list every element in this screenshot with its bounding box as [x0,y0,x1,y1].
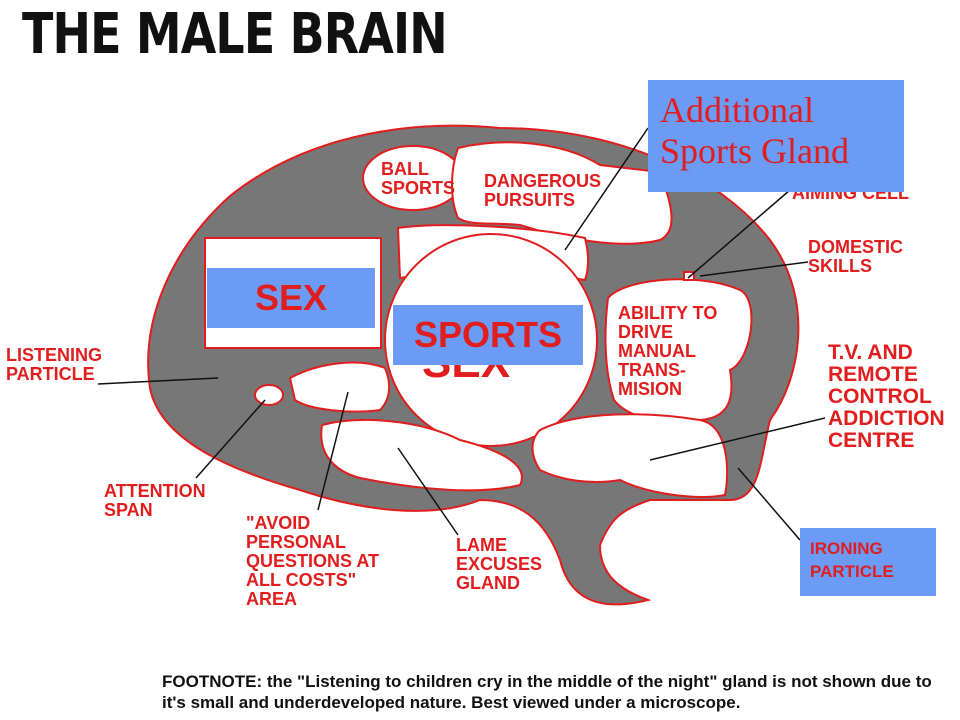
footnote: FOOTNOTE: the "Listening to children cry… [162,672,932,713]
label-dangerous-pursuits: DANGEROUS PURSUITS [484,171,602,210]
region-attention-span [254,384,284,406]
leader-aiming [687,189,791,279]
region-ability-to-drive [604,278,753,423]
leader-listening [97,377,219,385]
label-avoid-questions: "AVOID PERSONAL QUESTIONS AT ALL COSTS" … [246,513,380,609]
label-attention-span: ATTENTION SPAN [104,481,206,520]
overlay-ironing-particle: IRONING PARTICLE [800,528,936,596]
overlay-additional-sports-gland: Additional Sports Gland [648,80,904,192]
overlay-sports: SPORTS [393,305,583,365]
region-avoid-questions [288,361,391,413]
leader-ironing [737,467,801,541]
leader-lines [97,127,826,541]
leader-domestic [699,261,809,277]
leader-avoid [317,391,349,511]
label-ball-sports: BALL SPORTS [381,159,456,198]
label-lame-excuses: LAME EXCUSES GLAND [456,535,543,593]
label-tv-remote: T.V. AND REMOTE CONTROL ADDICTION CENTRE [828,341,945,453]
label-domestic-skills: DOMESTIC SKILLS [808,237,904,276]
label-ability-to-drive: ABILITY TO DRIVE MANUAL TRANS- MISION [618,303,718,399]
leader-lame [397,447,459,536]
leader-attention [195,399,266,479]
region-domestic-skills [683,271,695,281]
page-title: THE MALE BRAIN [22,2,448,67]
region-lame-excuses [320,419,523,492]
region-tv-remote [531,413,729,498]
label-listening-particle: LISTENING PARTICLE [6,345,103,384]
overlay-sex: SEX [207,268,375,328]
leader-tv [649,417,826,461]
region-dangerous-pursuits [451,141,673,245]
leader-additional [564,127,649,251]
